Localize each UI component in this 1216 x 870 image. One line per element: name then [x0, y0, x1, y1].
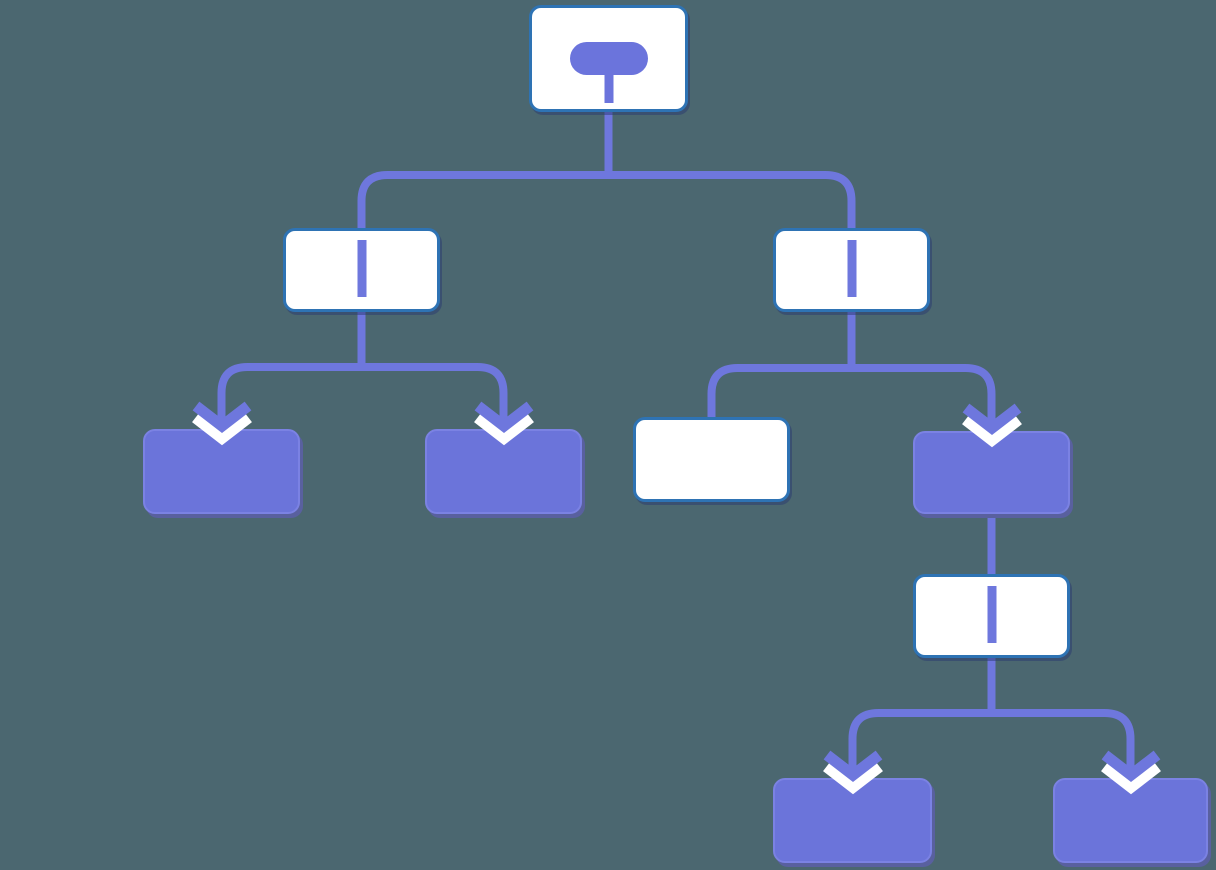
node-branch-right[interactable] [773, 228, 930, 312]
chevron-purple [192, 401, 251, 433]
chevron-purple [1101, 750, 1160, 782]
double-chevron-down-icon [1100, 750, 1161, 795]
chevron-purple [474, 401, 533, 433]
chevron-white [822, 760, 883, 795]
chevron-purple [962, 403, 1021, 435]
node-leaf-left-1[interactable] [143, 401, 300, 514]
node-branch-bottom[interactable] [913, 574, 1070, 658]
node-target-right[interactable] [913, 403, 1070, 514]
divider-icon [987, 586, 996, 643]
node-start[interactable] [529, 5, 688, 112]
connector-branch-left [217, 312, 508, 421]
divider-icon [357, 240, 366, 297]
pill-icon [569, 42, 648, 75]
chevron-white [961, 413, 1022, 448]
chevron-white [473, 411, 534, 446]
double-chevron-down-icon [191, 401, 252, 446]
node-step-right[interactable] [633, 417, 790, 502]
connector-branch-right [707, 312, 996, 423]
node-leaf-bottom-2[interactable] [1053, 750, 1208, 863]
divider-icon [847, 240, 856, 297]
chevron-white [1100, 760, 1161, 795]
connector-branch-bottom [848, 658, 1135, 770]
double-chevron-down-icon [961, 403, 1022, 448]
node-leaf-bottom-1[interactable] [773, 750, 932, 863]
double-chevron-down-icon [473, 401, 534, 446]
pill-stem [604, 72, 613, 103]
node-leaf-left-2[interactable] [425, 401, 582, 514]
connector-start [357, 112, 856, 232]
chevron-white [191, 411, 252, 446]
chevron-purple [823, 750, 882, 782]
double-chevron-down-icon [822, 750, 883, 795]
node-branch-left[interactable] [283, 228, 440, 312]
